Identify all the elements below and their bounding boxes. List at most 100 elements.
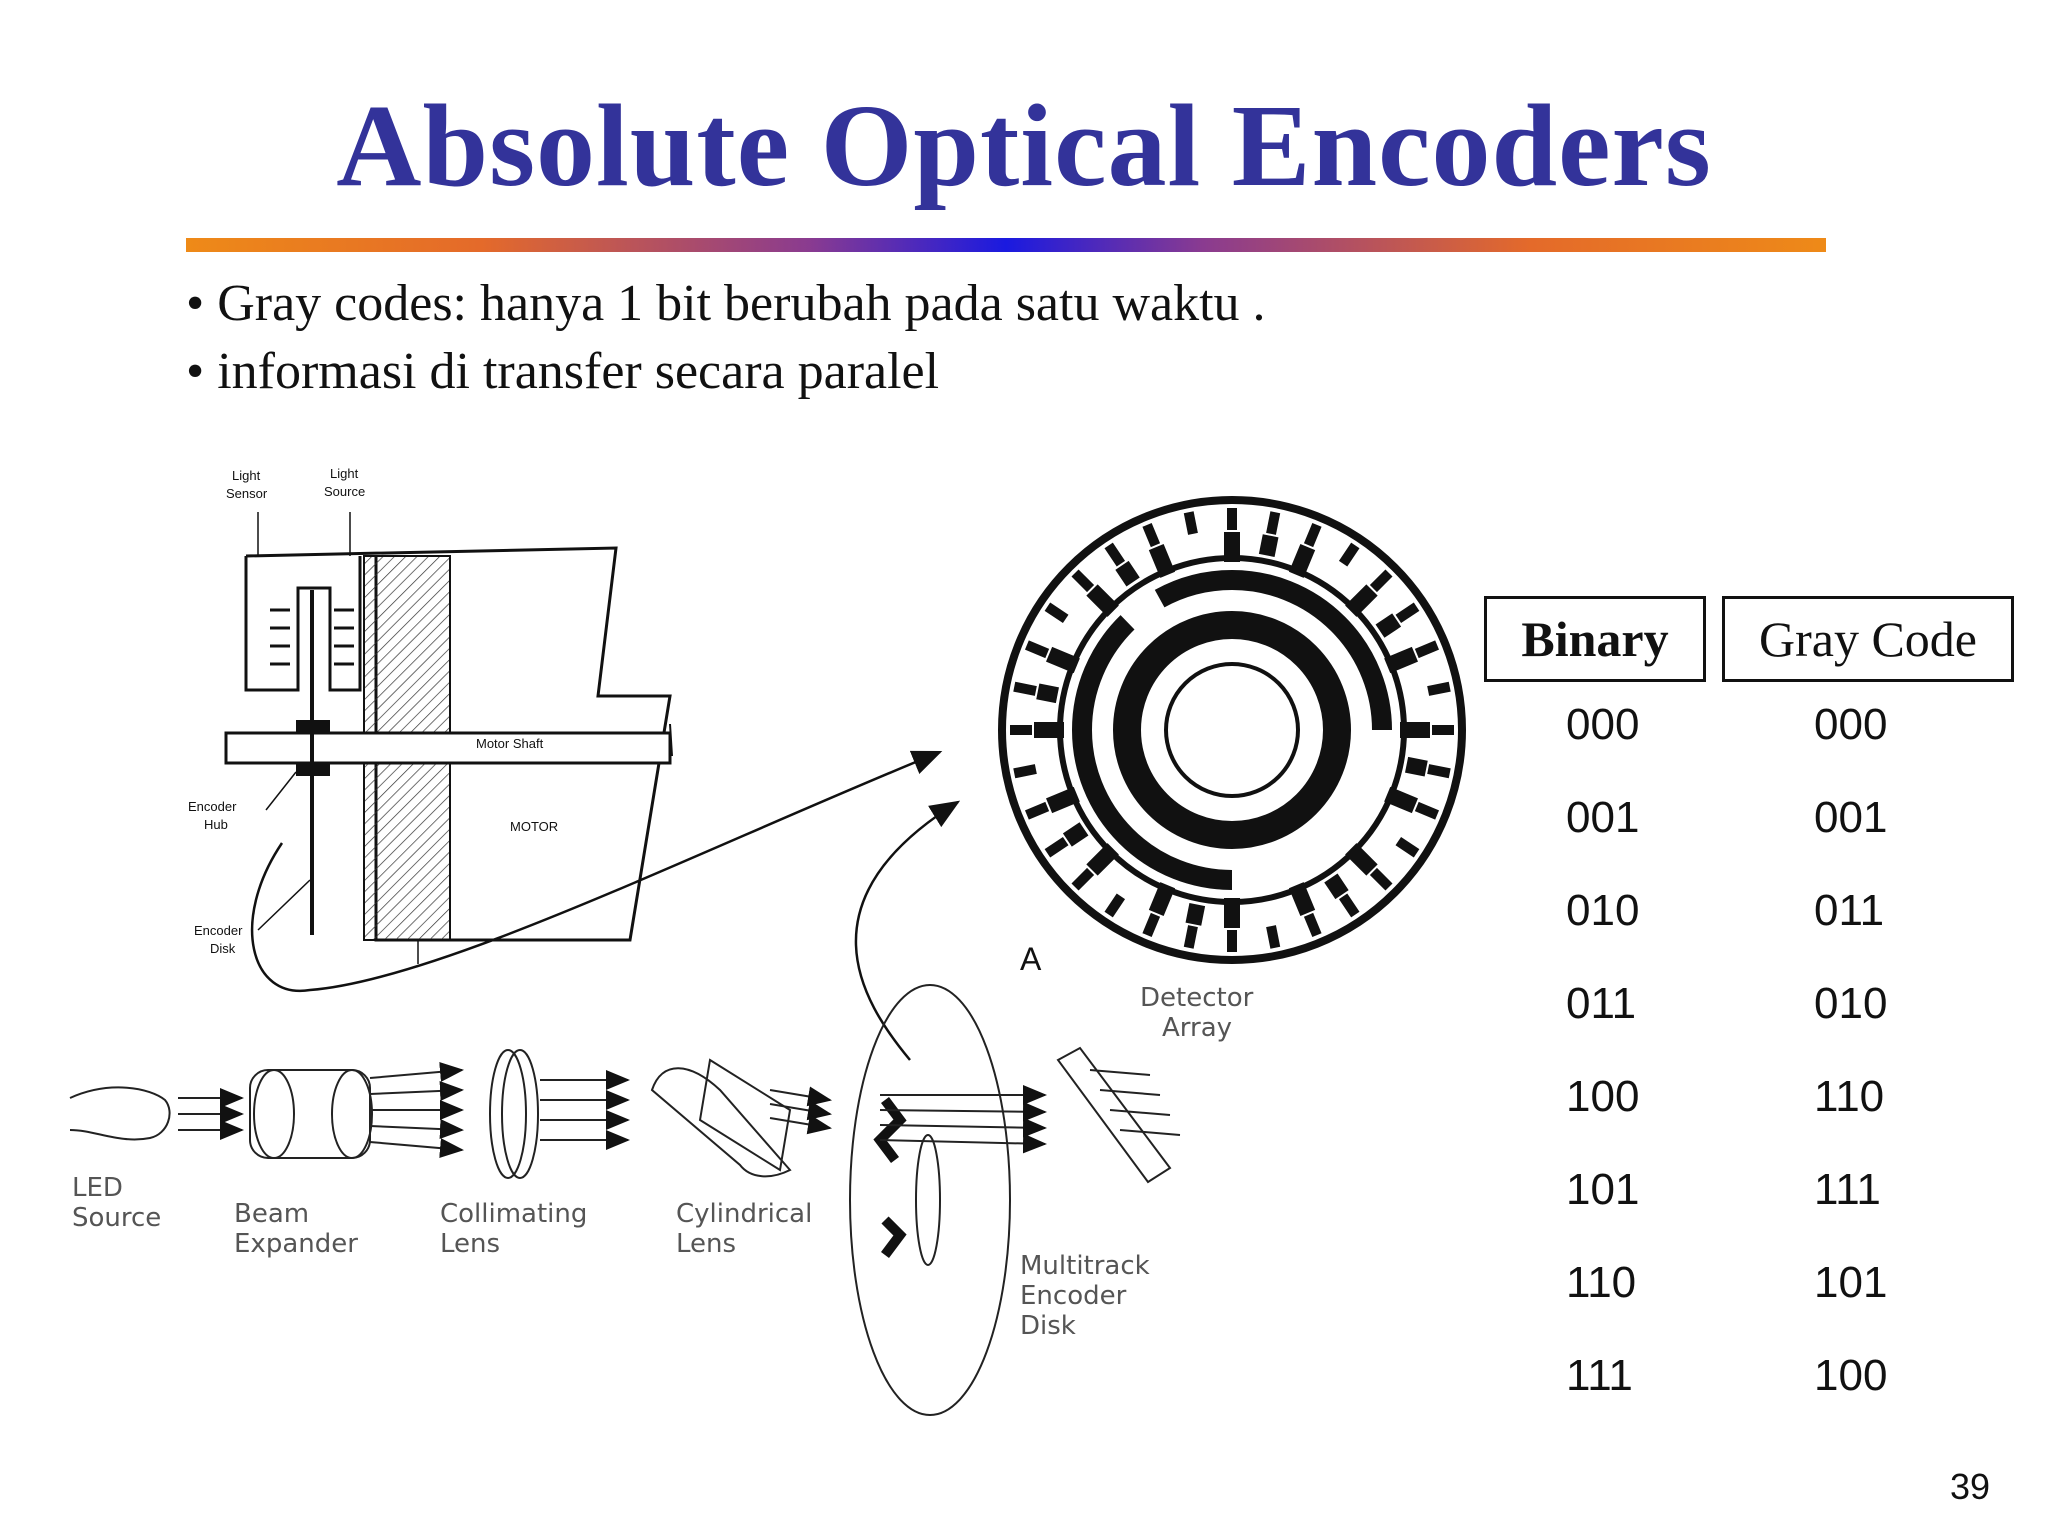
led-source-icon: [69, 1086, 171, 1141]
disk-track-block: [1046, 646, 1080, 674]
bullet-item: • informasi di transfer secara paralel: [186, 343, 940, 400]
binary-header: Binary: [1484, 596, 1706, 682]
motor-shaft-label: Motor Shaft: [476, 736, 544, 751]
beam-expander-label-2: Expander: [234, 1229, 358, 1259]
cylindrical-lens-label-2: Lens: [676, 1229, 736, 1259]
disk-track-block: [1185, 903, 1206, 926]
disk-track-mark: [1104, 893, 1126, 918]
binary-cell: 000: [1566, 700, 1640, 749]
disk-track-mark: [1071, 569, 1095, 593]
disk-track-mark: [1044, 836, 1069, 858]
binary-cell: 110: [1566, 1258, 1637, 1307]
connector-arrow-1: [250, 750, 943, 993]
disk-track-mark: [1010, 725, 1032, 735]
disk-track-mark: [1142, 912, 1161, 938]
title-divider: [186, 238, 1826, 252]
sensor-bracket: [244, 556, 362, 692]
disk-track-mark: [1266, 925, 1281, 949]
disk-track-mark: [1183, 511, 1198, 535]
detector-array-label-2: Array: [1162, 1013, 1232, 1043]
disk-track-mark: [1395, 836, 1420, 858]
connector-arrow-2: [854, 800, 961, 1061]
disk-track-mark: [1044, 602, 1069, 624]
multitrack-label-3: Disk: [1020, 1311, 1076, 1341]
disk-track-block: [1086, 584, 1119, 617]
collimating-lens-label-1: Collimating: [440, 1199, 587, 1229]
collimating-lens-label-2: Lens: [440, 1229, 500, 1259]
binary-cell: 100: [1566, 1072, 1640, 1121]
light-sensor-label-2: Sensor: [226, 486, 268, 501]
encoder-hub: [296, 720, 330, 733]
disk-track-block: [1086, 843, 1119, 876]
gray-code-header: Gray Code: [1722, 596, 2014, 682]
disk-track-mark: [1427, 764, 1451, 779]
light-sensor-label-1: Light: [232, 468, 261, 483]
gray-code-disk: [998, 496, 1466, 964]
figure-a-label: A: [1020, 941, 1042, 977]
disk-track-block: [1400, 722, 1430, 738]
disk-track-mark: [1227, 508, 1237, 530]
disk-track-mark: [1071, 867, 1095, 891]
gray-cell: 110: [1814, 1072, 1885, 1121]
binary-cell: 111: [1566, 1351, 1633, 1400]
disk-track-mark: [1013, 681, 1037, 696]
disk-track-mark: [1427, 681, 1451, 696]
disk-track-block: [1224, 532, 1240, 562]
gray-cell: 001: [1814, 793, 1888, 842]
disk-track-mark: [1142, 522, 1161, 548]
slide-title: Absolute Optical Encoders: [336, 80, 1712, 211]
disk-track-mark: [1414, 801, 1440, 820]
optics-diagram: [69, 984, 1181, 1416]
disk-track-block: [1324, 873, 1349, 900]
beam-expander-icon: [249, 1069, 371, 1159]
gray-cell: 010: [1814, 979, 1888, 1028]
light-source-label-2: Source: [324, 484, 365, 499]
disk-track-block: [1224, 898, 1240, 928]
disk-track-block: [1384, 646, 1418, 674]
encoder-disk-label-2: Disk: [210, 941, 236, 956]
binary-cell: 101: [1566, 1165, 1640, 1214]
disk-track-mark: [1369, 569, 1393, 593]
gray-cell: 000: [1814, 700, 1888, 749]
sensor-marks: [270, 608, 354, 666]
binary-cell: 010: [1566, 886, 1640, 935]
disk-track-block: [1345, 843, 1378, 876]
disk-track-block: [1345, 584, 1378, 617]
disk-track-mark: [1432, 725, 1454, 735]
disk-track-block: [1046, 786, 1080, 814]
detector-array-icon: [1056, 1046, 1172, 1184]
binary-cell: 011: [1566, 979, 1637, 1028]
disk-track-block: [1036, 683, 1059, 704]
disk-track-mark: [1024, 640, 1050, 659]
disk-track-block: [1034, 722, 1064, 738]
bullet-list: • Gray codes: hanya 1 bit berubah pada s…: [186, 270, 1266, 406]
page-number: 39: [1950, 1466, 1991, 1507]
multitrack-label-1: Multitrack: [1020, 1251, 1150, 1281]
disk-track-mark: [1227, 930, 1237, 952]
disk-track-mark: [1369, 867, 1393, 891]
disk-track-block: [1115, 560, 1140, 587]
multitrack-disk-icon: [849, 984, 1011, 1416]
disk-track-mark: [1266, 511, 1281, 535]
encoder-disk-label-1: Encoder: [194, 923, 243, 938]
disk-track-mark: [1414, 640, 1440, 659]
disk-track-block: [1384, 786, 1418, 814]
binary-cell: 001: [1566, 793, 1640, 842]
disk-track-block: [1288, 882, 1316, 916]
motor-shaft: [224, 731, 672, 765]
motor-diagram: Motor Shaft MOTOR Light Sensor Light Sou…: [188, 466, 673, 964]
disk-track-block: [1148, 882, 1176, 916]
disk-track-mark: [1104, 542, 1126, 567]
light-source-label-1: Light: [330, 466, 359, 481]
multitrack-label-2: Encoder: [1020, 1281, 1127, 1311]
motor-label: MOTOR: [510, 819, 558, 834]
gray-cell: 011: [1814, 886, 1885, 935]
led-source-label-2: Source: [72, 1203, 161, 1233]
led-source-label-1: LED: [72, 1173, 123, 1203]
encoder-hub-label-2: Hub: [204, 817, 228, 832]
beam-expander-label-1: Beam: [234, 1199, 309, 1229]
gray-cell: 101: [1814, 1258, 1888, 1307]
gray-cell: 100: [1814, 1351, 1888, 1400]
disk-track-mark: [1338, 893, 1360, 918]
